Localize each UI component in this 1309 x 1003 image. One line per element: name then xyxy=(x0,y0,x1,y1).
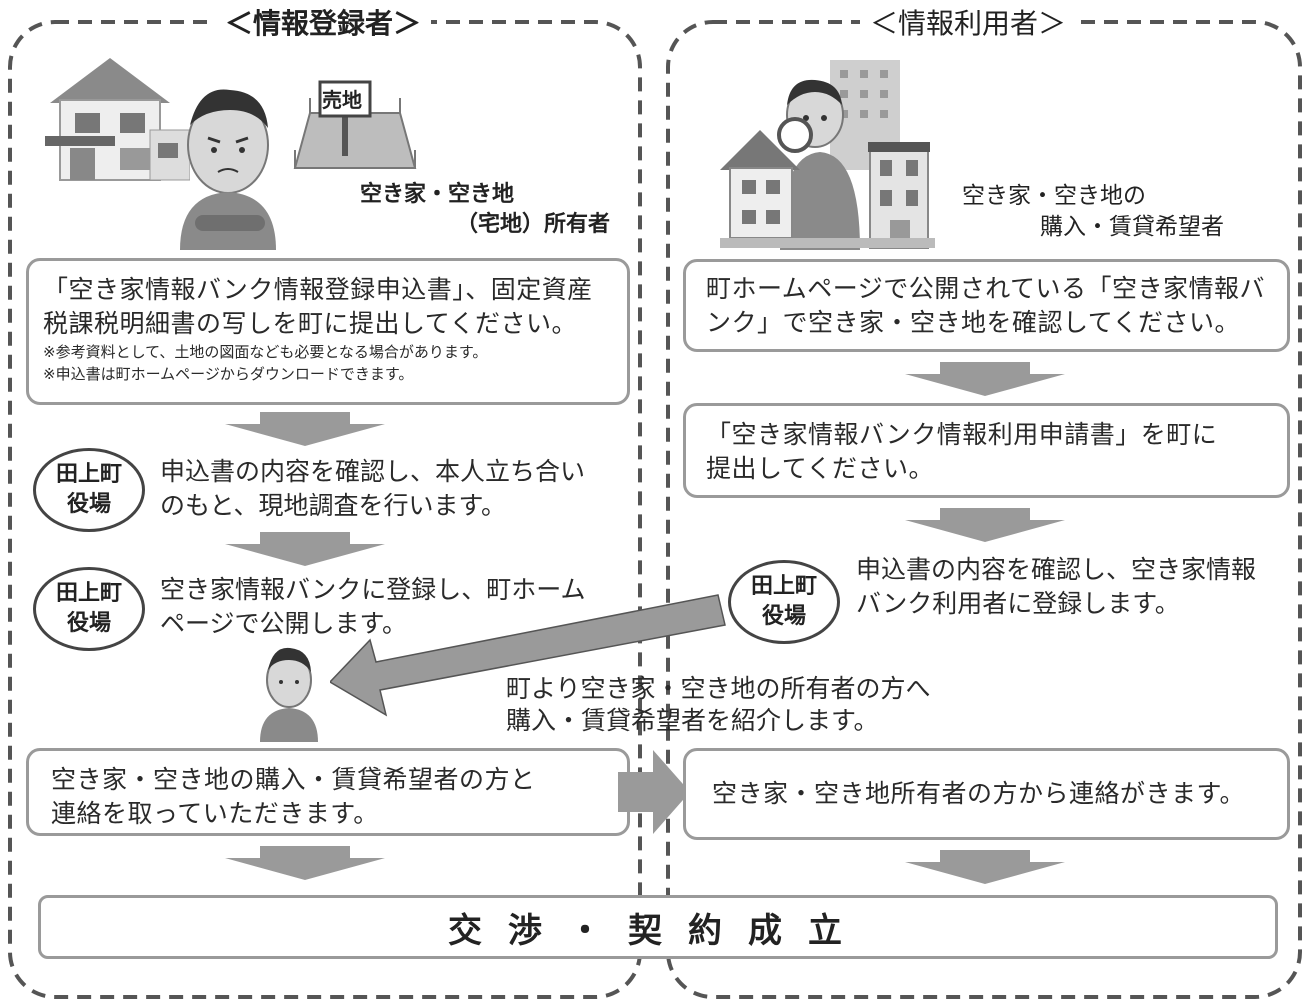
contract-concluded-box: 交渉・契約成立 xyxy=(38,895,1278,959)
middle-note-line2: 購入・賃貸希望者を紹介します。 xyxy=(506,706,879,735)
badge-line1: 田上町 xyxy=(55,462,122,487)
left-step2-line1: 申込書の内容を確認し、本人立ち合い xyxy=(160,457,586,486)
down-arrow xyxy=(225,846,385,880)
user-label-line2: 購入・賃貸希望者 xyxy=(1040,214,1224,240)
left-step3-line1: 空き家情報バンクに登録し、町ホーム xyxy=(160,575,586,604)
right-step1-line2: ンク」で空き家・空き地を確認してください。 xyxy=(706,308,1241,337)
right-step1-box: 町ホームページで公開されている「空き家情報バ ンク」で空き家・空き地を確認してく… xyxy=(683,259,1290,352)
referral-arrow xyxy=(330,594,726,717)
for-sale-sign-text: 売地 xyxy=(322,88,362,112)
owner-person-illustration xyxy=(180,89,276,250)
badge-line1: 田上町 xyxy=(750,574,817,599)
right-step3-line2: バンク利用者に登録します。 xyxy=(856,589,1180,618)
right-arrow xyxy=(618,750,690,834)
right-step4-text: 空き家・空き地所有者の方から連絡がきます。 xyxy=(712,779,1246,808)
owner-person-small-illustration xyxy=(260,647,318,742)
down-arrow xyxy=(905,508,1065,542)
contract-concluded-text: 交渉・契約成立 xyxy=(448,910,868,951)
searching-person-illustration xyxy=(720,60,935,250)
middle-note-line1: 町より空き家・空き地の所有者の方へ xyxy=(506,674,931,703)
user-label-line1: 空き家・空き地の xyxy=(962,183,1146,209)
badge-line1: 田上町 xyxy=(55,581,122,606)
owner-label-line2: （宅地）所有者 xyxy=(456,212,611,237)
house-illustration xyxy=(45,58,190,181)
badge-line2: 役場 xyxy=(66,492,111,517)
town-office-badge: 田上町 役場 xyxy=(33,448,145,532)
left-step1-box: 「空き家情報バンク情報登録申込書」、固定資産 税課税明細書の写しを町に提出してく… xyxy=(26,258,630,405)
town-office-badge: 田上町 役場 xyxy=(728,560,840,644)
left-step1-note2: ※申込書は町ホームページからダウンロードできます。 xyxy=(43,365,414,383)
land-for-sale-illustration xyxy=(293,80,417,169)
badge-line2: 役場 xyxy=(66,611,111,636)
left-step4-box: 空き家・空き地の購入・賃貸希望者の方と 連絡を取っていただきます。 xyxy=(26,748,630,836)
left-step3-line2: ページで公開します。 xyxy=(160,609,408,638)
left-step2-line2: のもと、現地調査を行います。 xyxy=(160,491,507,520)
right-step2-line2: 提出してください。 xyxy=(706,454,935,483)
down-arrow xyxy=(905,850,1065,884)
town-office-badge: 田上町 役場 xyxy=(33,567,145,651)
left-step1-line1: 「空き家情報バンク情報登録申込書」、固定資産 xyxy=(43,275,593,304)
owner-label-line1: 空き家・空き地 xyxy=(360,182,515,207)
down-arrow xyxy=(225,532,385,566)
left-step4-line2: 連絡を取っていただきます。 xyxy=(51,799,379,828)
left-step1-line2: 税課税明細書の写しを町に提出してください。 xyxy=(43,309,578,338)
down-arrow xyxy=(905,362,1065,396)
right-step1-line1: 町ホームページで公開されている「空き家情報バ xyxy=(706,274,1266,303)
right-step4-box: 空き家・空き地所有者の方から連絡がきます。 xyxy=(683,748,1290,840)
badge-line2: 役場 xyxy=(761,604,806,629)
left-step4-line1: 空き家・空き地の購入・賃貸希望者の方と xyxy=(51,765,536,794)
right-step2-line1: 「空き家情報バンク情報利用申請書」を町に xyxy=(706,420,1218,449)
right-step3-line1: 申込書の内容を確認し、空き家情報 xyxy=(856,555,1257,584)
right-step2-box: 「空き家情報バンク情報利用申請書」を町に 提出してください。 xyxy=(683,403,1290,498)
down-arrow xyxy=(225,412,385,446)
left-panel-heading: ＜情報登録者＞ xyxy=(215,6,432,42)
left-step1-note1: ※参考資料として、土地の図面なども必要となる場合があります。 xyxy=(43,343,488,361)
right-panel-heading: ＜情報利用者＞ xyxy=(860,6,1077,42)
